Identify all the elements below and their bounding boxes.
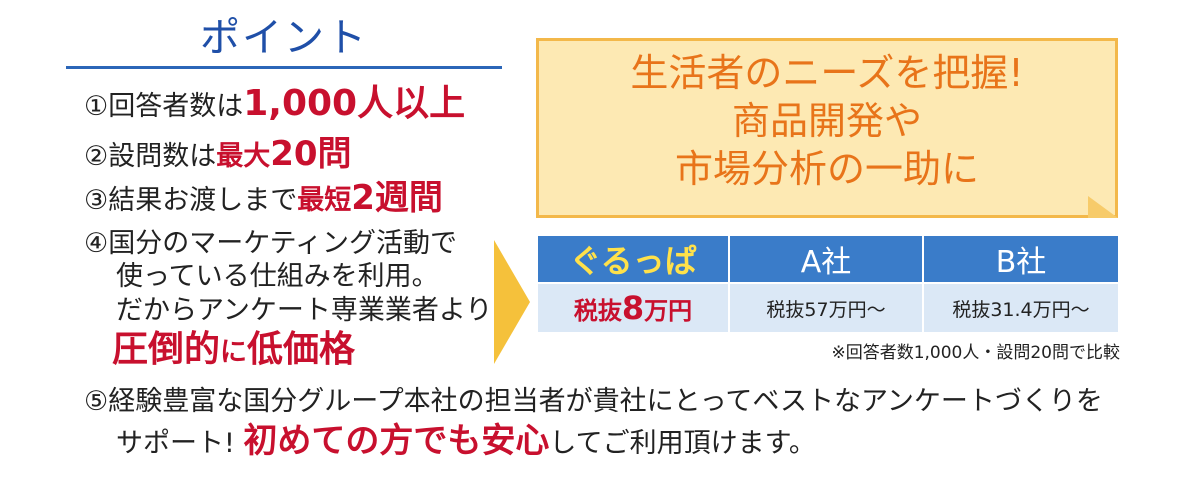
point-5-line-1: ⑤経験豊富な国分グループ本社の担当者が貴社にとってベストなアンケートづくりを bbox=[84, 386, 1103, 417]
arrow-right-icon bbox=[494, 240, 530, 364]
table-cell-b-price: 税抜31.4万円〜 bbox=[924, 282, 1120, 332]
page-fold-icon bbox=[1088, 196, 1118, 218]
point-5-line-2: サポート! 初めての方でも安心してご利用頂けます。 bbox=[116, 420, 816, 465]
point-3: ③結果お渡しまで最短2週間 bbox=[84, 180, 443, 219]
point-3-text: ③結果お渡しまで bbox=[84, 185, 298, 216]
sticky-note-line-2: 商品開発や bbox=[731, 99, 922, 143]
ours-price-prefix: 税抜 bbox=[573, 296, 622, 325]
table-cell-a-price: 税抜57万円〜 bbox=[730, 282, 924, 332]
sticky-note: 生活者のニーズを把握! 商品開発や 市場分析の一助に bbox=[536, 38, 1118, 218]
sticky-note-line-3: 市場分析の一助に bbox=[674, 147, 979, 191]
point-1: ①回答者数は1,000人以上 bbox=[84, 86, 465, 125]
heading-point: ポイント bbox=[200, 15, 368, 61]
point-2-highlight-a: 最大 bbox=[216, 141, 271, 172]
point-1-text: ①回答者数は bbox=[84, 91, 244, 122]
point-5-prefix: サポート! bbox=[116, 428, 244, 459]
point-3-highlight-a: 最短 bbox=[297, 185, 352, 216]
point-2: ②設問数は最大20問 bbox=[84, 136, 352, 175]
point-5-suffix: してご利用頂けます。 bbox=[549, 428, 816, 459]
comparison-footnote: ※回答者数1,000人・設問20問で比較 bbox=[831, 343, 1120, 363]
table-header-a: A社 bbox=[730, 236, 924, 282]
sticky-note-line-1: 生活者のニーズを把握! bbox=[630, 51, 1024, 95]
point-2-text: ②設問数は bbox=[84, 141, 217, 172]
point-4-strong-c: 低価格 bbox=[247, 329, 356, 370]
ours-price-suffix: 万円 bbox=[644, 296, 693, 325]
table-header-b: B社 bbox=[924, 236, 1120, 282]
point-3-highlight-b: 2週間 bbox=[351, 178, 443, 218]
point-4-line-3: だからアンケート専業業者より bbox=[116, 295, 493, 326]
point-2-highlight-b: 20問 bbox=[270, 134, 352, 174]
point-4-strong: 圧倒的に低価格 bbox=[112, 328, 355, 375]
point-4-line-1: ④国分のマーケティング活動で bbox=[84, 228, 458, 259]
table-header-ours: ぐるっぱ bbox=[538, 236, 730, 282]
ours-price-number: 8 bbox=[621, 289, 645, 327]
sticky-note-text: 生活者のニーズを把握! 商品開発や 市場分析の一助に bbox=[539, 49, 1115, 193]
point-1-highlight: 1,000人以上 bbox=[243, 83, 466, 124]
point-4-strong-b: に bbox=[220, 337, 248, 368]
heading-underline bbox=[66, 66, 502, 69]
point-5-highlight: 初めての方でも安心 bbox=[243, 421, 550, 461]
point-4-strong-a: 圧倒的 bbox=[112, 329, 221, 370]
point-4-line-2: 使っている仕組みを利用。 bbox=[116, 261, 439, 292]
